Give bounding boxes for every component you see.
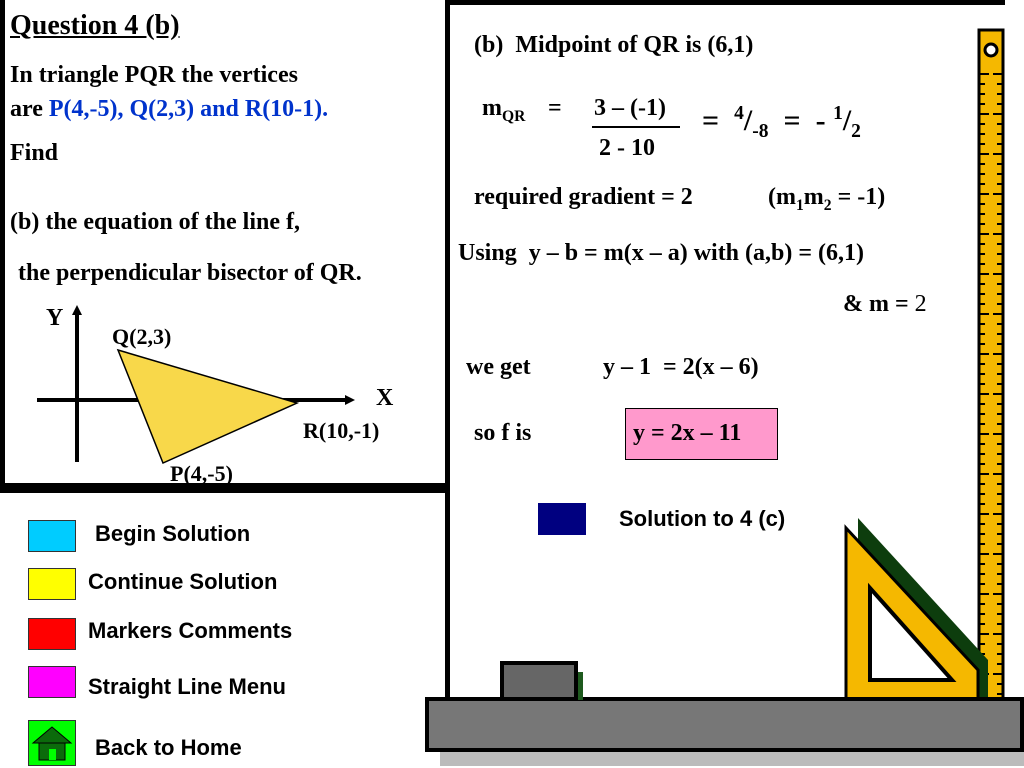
frac2-numerator: 1: [833, 103, 843, 124]
question-title: Question 4 (b): [10, 10, 180, 41]
equals-sign-3: =: [783, 104, 801, 137]
continue-solution-label[interactable]: Continue Solution: [88, 569, 278, 594]
frac2-denominator: 2: [851, 121, 861, 142]
x-axis-label: X: [376, 385, 394, 411]
midpoint-line: (b) Midpoint of QR is (6,1): [474, 32, 754, 58]
tray-shadow: [440, 752, 1024, 766]
minus-sign: -: [815, 104, 826, 137]
equals-sign-2: =: [702, 104, 720, 137]
simplified-gradient: = 4/-8 = - 1/2: [702, 103, 861, 143]
vertex-r-label: R(10,-1): [303, 418, 380, 443]
we-get-equation: y – 1 = 2(x – 6): [603, 354, 759, 380]
frac2-slash: /: [842, 104, 852, 137]
question-line-4: (b) the equation of the line f,: [10, 209, 300, 235]
question-line-1: In triangle PQR the vertices: [10, 62, 298, 88]
frac1-numerator: 4: [734, 103, 744, 124]
m1-symbol: (m: [768, 184, 796, 210]
required-gradient-line: required gradient = 2: [474, 184, 693, 210]
m1-subscript: 1: [795, 196, 804, 214]
question-line-5: the perpendicular bisector of QR.: [18, 260, 362, 286]
vertex-p-label: P(4,-5): [170, 461, 233, 486]
home-icon: [31, 726, 73, 761]
m-subscript: QR: [502, 107, 526, 125]
vertex-q-label: Q(2,3): [112, 324, 172, 349]
equals-sign-1: =: [548, 95, 562, 121]
question-vertices: P(4,-5), Q(2,3) and R(10-1).: [48, 96, 329, 122]
final-equation: y = 2x – 11: [633, 420, 742, 446]
question-line-3: Find: [10, 140, 59, 166]
question-line-2-prefix: are: [10, 96, 43, 122]
back-to-home-label[interactable]: Back to Home: [95, 735, 242, 760]
frac1-denominator: -8: [752, 121, 769, 142]
straight-line-menu-button[interactable]: [28, 666, 76, 698]
solution-4c-button[interactable]: [538, 503, 586, 535]
we-get-label: we get: [466, 354, 531, 380]
solution-4c-label[interactable]: Solution to 4 (c): [619, 506, 786, 531]
gradient-denominator: 2 - 10: [599, 135, 655, 161]
y-axis-label: Y: [46, 305, 64, 331]
left-border: [0, 0, 5, 483]
m2-subscript: 2: [823, 196, 832, 214]
markers-comments-label[interactable]: Markers Comments: [88, 618, 293, 643]
straight-line-menu-label[interactable]: Straight Line Menu: [88, 674, 286, 699]
using-formula-line: Using y – b = m(x – a) with (a,b) = (6,1…: [458, 240, 865, 266]
ruler: [977, 28, 1005, 708]
question-line-2: are P(4,-5), Q(2,3) and R(10-1).: [10, 96, 328, 123]
set-square: [844, 518, 988, 702]
gradient-numerator: 3 – (-1): [594, 95, 666, 121]
eraser-shadow: [575, 672, 583, 700]
m-value: 2: [914, 291, 927, 317]
begin-solution-button[interactable]: [28, 520, 76, 552]
m-value-prefix: & m =: [843, 291, 915, 317]
fraction-bar: [592, 126, 680, 128]
board-eraser: [500, 661, 578, 701]
board-tray: [425, 697, 1024, 752]
m-value-line: & m = 2: [843, 291, 927, 318]
back-to-home-button[interactable]: [28, 720, 76, 766]
triangle-pqr: [116, 348, 300, 465]
begin-solution-label[interactable]: Begin Solution: [95, 521, 251, 546]
continue-solution-button[interactable]: [28, 568, 76, 600]
panel-divider: [0, 483, 448, 493]
result-box: [625, 408, 778, 460]
m1m2-result: = -1): [831, 184, 886, 210]
m2-symbol: m: [803, 184, 824, 210]
frac1-slash: /: [743, 104, 753, 137]
triangle-graph: [37, 305, 355, 465]
markers-comments-button[interactable]: [28, 618, 76, 650]
m-symbol: m: [482, 95, 502, 121]
so-f-is-label: so f is: [474, 420, 532, 446]
perpendicular-condition: (m1m2 = -1): [768, 184, 885, 215]
m-qr-label: mQR: [482, 95, 525, 126]
